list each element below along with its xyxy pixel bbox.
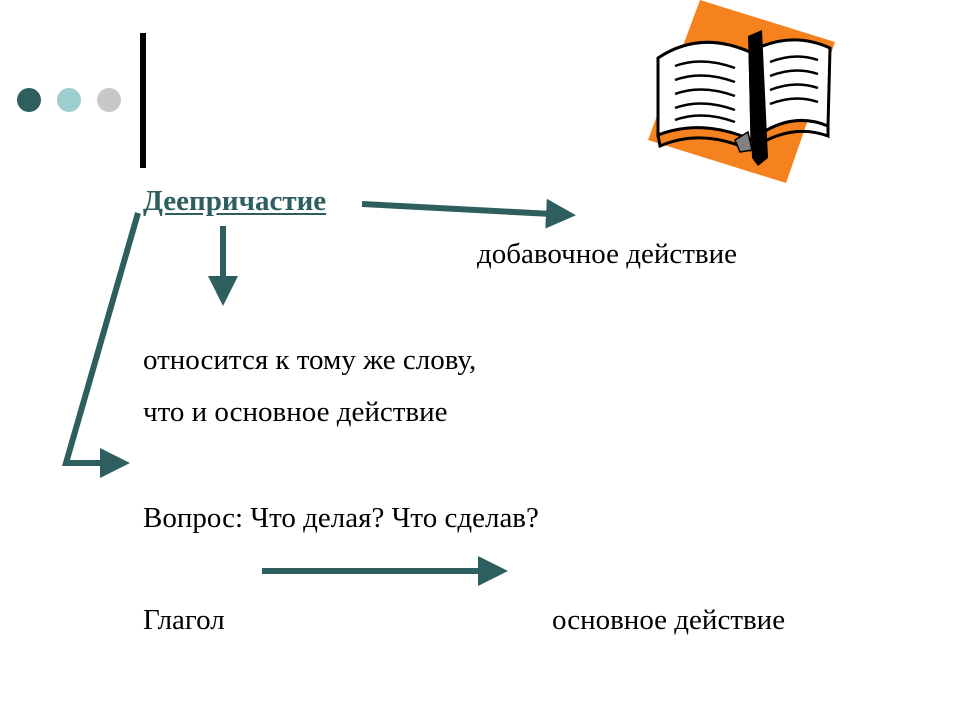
relates-line-2: что и основное действие: [143, 396, 448, 428]
main-action-text: основное действие: [552, 604, 786, 636]
decor-dot-gray: [97, 88, 121, 112]
decor-dot-light: [57, 88, 81, 112]
arrow-to-extra-action: [361, 198, 576, 229]
extra-action-text: добавочное действие: [477, 238, 737, 270]
verb-text: Глагол: [143, 604, 225, 636]
relates-line-1: относится к тому же слову,: [143, 344, 477, 376]
question-text: Вопрос: Что делая? Что сделав?: [143, 502, 539, 534]
arrow-to-question: [62, 212, 141, 478]
open-book-icon: [648, 0, 835, 183]
decor-dot-dark: [17, 88, 41, 112]
title-word: Деепричастие: [143, 185, 327, 217]
decor-vertical-bar: [140, 33, 146, 168]
